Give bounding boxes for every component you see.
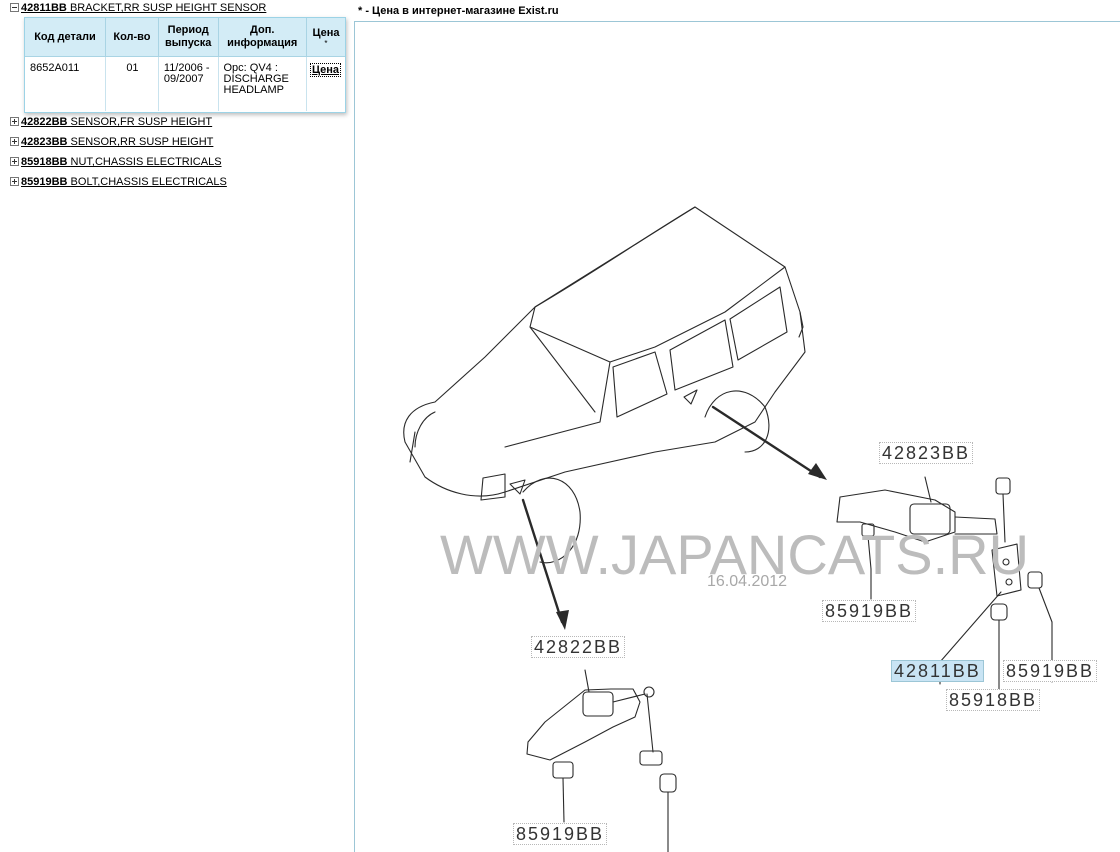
- front-sensor-assembly: [526, 669, 663, 766]
- cell-period: 11/2006 - 09/2007: [158, 56, 219, 111]
- part-label-85918bb[interactable]: 85918BB: [946, 689, 1041, 711]
- front-sensor-callout: [509, 479, 526, 495]
- tree-item-85918bb[interactable]: 85918BB NUT,CHASSIS ELECTRICALS: [10, 155, 222, 171]
- cell-info: Opc: QV4 : DISCHARGE HEADLAMP: [218, 56, 307, 111]
- expand-icon[interactable]: [10, 117, 19, 126]
- vehicle-outline: [403, 206, 806, 564]
- tree-item-link[interactable]: 42811BB BRACKET,RR SUSP HEIGHT SENSOR: [21, 2, 267, 14]
- col-header-period: Период выпуска: [158, 18, 219, 57]
- cell-part-code: 8652A011: [25, 56, 106, 111]
- diagram-drawing: [403, 206, 1053, 852]
- part-label-85919bb[interactable]: 85919BB: [513, 823, 608, 845]
- parts-tree-panel: 42811BB BRACKET,RR SUSP HEIGHT SENSOR Ко…: [0, 0, 352, 852]
- tree-item-42811bb[interactable]: 42811BB BRACKET,RR SUSP HEIGHT SENSOR: [10, 1, 266, 17]
- cell-price: Цена: [306, 57, 345, 112]
- table-header-row: Код детали Кол-во Период выпуска Доп. ин…: [25, 18, 345, 57]
- rear-sensor-callout: [683, 389, 698, 405]
- col-header-info: Доп. информация: [218, 18, 307, 57]
- rear-sensor-assembly: [836, 476, 998, 543]
- parts-table-popup: Код детали Кол-во Период выпуска Доп. ин…: [24, 17, 346, 113]
- part-label-42811bb[interactable]: 42811BB: [891, 660, 984, 682]
- front-bolt-and-nut: [552, 761, 677, 852]
- table-row: 8652A011 01 11/2006 - 09/2007 Opc: QV4 :…: [25, 56, 345, 112]
- expand-icon[interactable]: [10, 177, 19, 186]
- col-header-code: Код детали: [25, 18, 106, 57]
- tree-item-link[interactable]: 85918BB NUT,CHASSIS ELECTRICALS: [21, 156, 222, 168]
- expand-icon[interactable]: [10, 157, 19, 166]
- price-note: * - Цена в интернет-магазине Exist.ru: [358, 5, 559, 17]
- tree-item-link[interactable]: 85919BB BOLT,CHASSIS ELECTRICALS: [21, 176, 227, 188]
- price-footnote-mark: *: [324, 38, 328, 48]
- part-label-85919bb[interactable]: 85919BB: [1003, 660, 1098, 682]
- tree-item-link[interactable]: 42823BB SENSOR,RR SUSP HEIGHT: [21, 136, 214, 148]
- price-button[interactable]: Цена: [309, 63, 341, 77]
- diagram-date: 16.04.2012: [707, 573, 788, 590]
- col-header-qty: Кол-во: [105, 18, 159, 57]
- parts-table: Код детали Кол-во Период выпуска Доп. ин…: [25, 18, 345, 111]
- part-label-42823bb[interactable]: 42823BB: [879, 442, 974, 464]
- tree-item-link[interactable]: 42822BB SENSOR,FR SUSP HEIGHT: [21, 116, 213, 128]
- parts-diagram: WWW.JAPANCATS.RU 16.04.2012 42823BB 8591…: [354, 21, 1120, 852]
- tree-item-85919bb[interactable]: 85919BB BOLT,CHASSIS ELECTRICALS: [10, 175, 227, 191]
- expand-icon[interactable]: [10, 137, 19, 146]
- tree-item-42822bb[interactable]: 42822BB SENSOR,FR SUSP HEIGHT: [10, 115, 212, 131]
- col-header-price: Цена*: [306, 18, 345, 57]
- tree-item-42823bb[interactable]: 42823BB SENSOR,RR SUSP HEIGHT: [10, 135, 213, 151]
- cell-qty: 01: [105, 56, 159, 111]
- part-label-42822bb[interactable]: 42822BB: [531, 636, 626, 658]
- part-label-85919bb[interactable]: 85919BB: [822, 600, 917, 622]
- callout-arrows: [521, 405, 822, 624]
- collapse-icon[interactable]: [10, 3, 19, 12]
